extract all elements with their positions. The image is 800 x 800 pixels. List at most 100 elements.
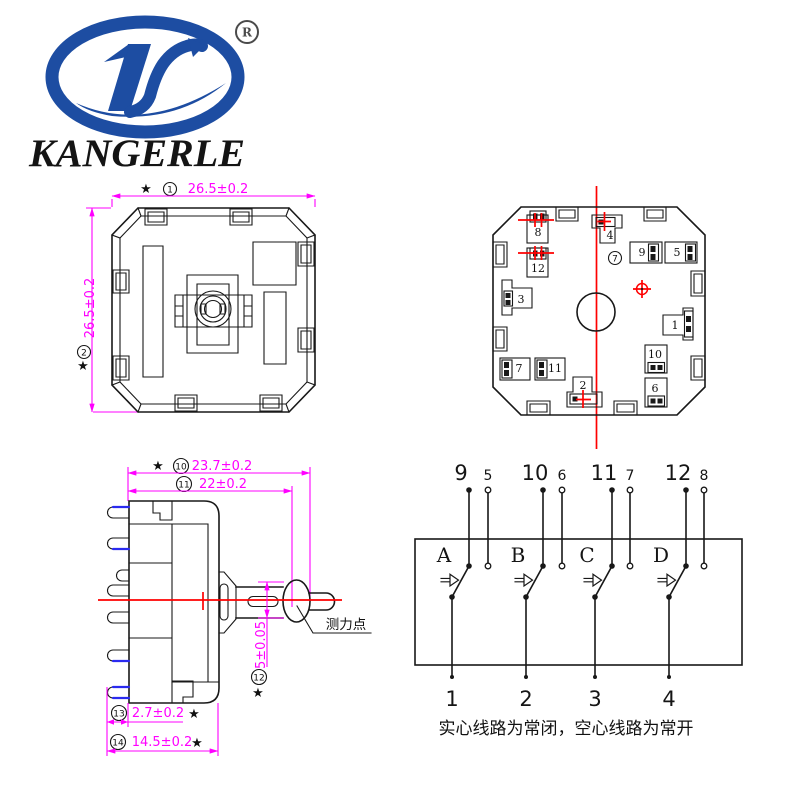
side-dim12-index-circle [250, 668, 268, 686]
datum-target-icon [633, 280, 651, 298]
terminal-12: 12 [518, 246, 554, 278]
brand-logo: R KANGERLE [28, 15, 259, 175]
switch-unit-c: 11 7 C 3 [579, 461, 634, 711]
side-dim-pin-span: 14 14.5±0.2 ★ [106, 687, 219, 756]
side-dim12-star: ★ [252, 686, 264, 701]
terminal-7: 7 [499, 357, 531, 381]
unit-a-letter: A [436, 543, 452, 567]
front-dim-height-index: 2 [81, 349, 87, 359]
front-dim-width-index: 1 [167, 186, 173, 196]
side-dim13-star: ★ [188, 707, 200, 722]
side-dim14-star: ★ [191, 736, 203, 751]
front-view: ★ 1 26.5±0.2 26.5±0.2 2 ★ [76, 181, 316, 413]
registered-trademark-icon: R [235, 20, 259, 44]
unit-c-common-number: 3 [588, 687, 601, 711]
side-dim10-star: ★ [152, 459, 164, 474]
unit-d-nc-number: 12 [665, 461, 692, 485]
unit-d-letter: D [653, 543, 669, 567]
side-dim13-index-circle [110, 704, 128, 722]
circuit-diagram: 9 5 A 1 10 6 B 2 11 7 [414, 461, 743, 739]
terminal-11-label: 11 [548, 362, 562, 375]
terminal-12-label: 12 [531, 262, 545, 275]
logo-k-glyph [76, 38, 226, 118]
bottom-mount-slots [492, 206, 706, 416]
unit-a-nc-number: 9 [454, 461, 467, 485]
terminal-4: 4 [591, 212, 623, 244]
side-body [128, 500, 220, 704]
front-dim-height: 26.5±0.2 2 ★ [76, 207, 138, 413]
switch-unit-a: 9 5 A 1 [436, 461, 493, 711]
terminal-7-label: 7 [516, 362, 523, 375]
terminal-1-label: 1 [672, 319, 679, 332]
view-index-mark: 7 [607, 250, 623, 266]
front-dim-height-star: ★ [77, 359, 89, 374]
side-dim-overall-length: ★ 10 23.7±0.2 [127, 457, 311, 476]
unit-d-common-number: 4 [662, 687, 675, 711]
side-view: ★ 10 23.7±0.2 11 22±0.2 [98, 457, 372, 756]
terminal-1: 1 [662, 307, 694, 341]
side-dim-pin-protrusion: 13 2.7±0.2 ★ [107, 704, 200, 725]
side-dim10-value: 23.7±0.2 [192, 459, 253, 474]
terminal-pins [107, 505, 131, 700]
front-internal-details [142, 241, 297, 378]
front-shaft-hub [194, 290, 232, 328]
terminal-6-label: 6 [652, 382, 659, 395]
terminal-5: 5 [664, 241, 698, 264]
unit-a-common-number: 1 [445, 687, 458, 711]
front-dim-width-star: ★ [140, 182, 152, 197]
terminal-9-label: 9 [639, 246, 646, 259]
unit-b-no-number: 6 [558, 468, 567, 484]
terminal-5-label: 5 [674, 246, 681, 259]
terminal-9: 9 [629, 241, 663, 264]
horizontal-centerline [98, 592, 342, 610]
unit-c-letter: C [579, 543, 594, 567]
front-dim-width: ★ 1 26.5±0.2 [111, 181, 316, 207]
actuator-arrow-icon [592, 573, 603, 588]
terminal-3-label: 3 [518, 293, 525, 306]
circuit-legend: 实心线路为常闭，空心线路为常开 [439, 719, 694, 739]
front-body-outline [111, 207, 316, 413]
terminal-4-label: 4 [607, 229, 614, 242]
terminal-3: 3 [501, 279, 533, 316]
side-dim13-value: 2.7±0.2 [132, 706, 184, 721]
actuator-arrow-icon [523, 573, 534, 588]
side-dim-body-length: 11 22±0.2 [127, 467, 311, 607]
side-dim10-index: 10 [175, 463, 187, 473]
terminal-2: 2 [566, 376, 603, 408]
unit-b-letter: B [511, 543, 526, 567]
side-dim12-value: 5±0.05 [254, 621, 269, 669]
unit-b-common-number: 2 [519, 687, 532, 711]
force-point-label: 测力点 [326, 617, 367, 633]
front-mount-tabs [112, 208, 315, 412]
circuit-box [414, 538, 743, 666]
unit-a-no-number: 5 [484, 468, 493, 484]
actuator-arrow-icon [449, 573, 460, 588]
actuator-arrow-icon [666, 573, 677, 588]
front-dim-height-value: 26.5±0.2 [83, 278, 98, 339]
shaft-hole [576, 292, 616, 332]
terminal-2-label: 2 [580, 379, 587, 392]
terminal-10: 10 [644, 344, 668, 374]
front-dim-width-value: 26.5±0.2 [188, 182, 249, 197]
side-dim-shaft-diameter: 5±0.05 12 ★ [250, 581, 284, 701]
view-index: 7 [612, 255, 618, 265]
terminal-6: 6 [644, 377, 668, 408]
brand-name: KANGERLE [28, 132, 245, 175]
bottom-body-outline [492, 206, 706, 416]
terminal-8: 8 [518, 210, 554, 244]
side-dim14-index: 14 [112, 739, 124, 749]
switch-unit-d: 12 8 D 4 [653, 461, 708, 711]
logo-ellipse-ring [45, 15, 245, 139]
terminal-10-label: 10 [648, 348, 662, 361]
rotary-shaft [218, 571, 336, 634]
force-point-callout: 测力点 [296, 605, 372, 634]
terminal-11: 11 [534, 357, 566, 381]
unit-c-no-number: 7 [626, 468, 635, 484]
terminal-8-label: 8 [535, 226, 542, 239]
side-dim11-index: 11 [178, 481, 189, 491]
side-dim13-index: 13 [113, 710, 124, 720]
unit-d-no-number: 8 [700, 468, 709, 484]
registered-letter: R [242, 26, 253, 40]
